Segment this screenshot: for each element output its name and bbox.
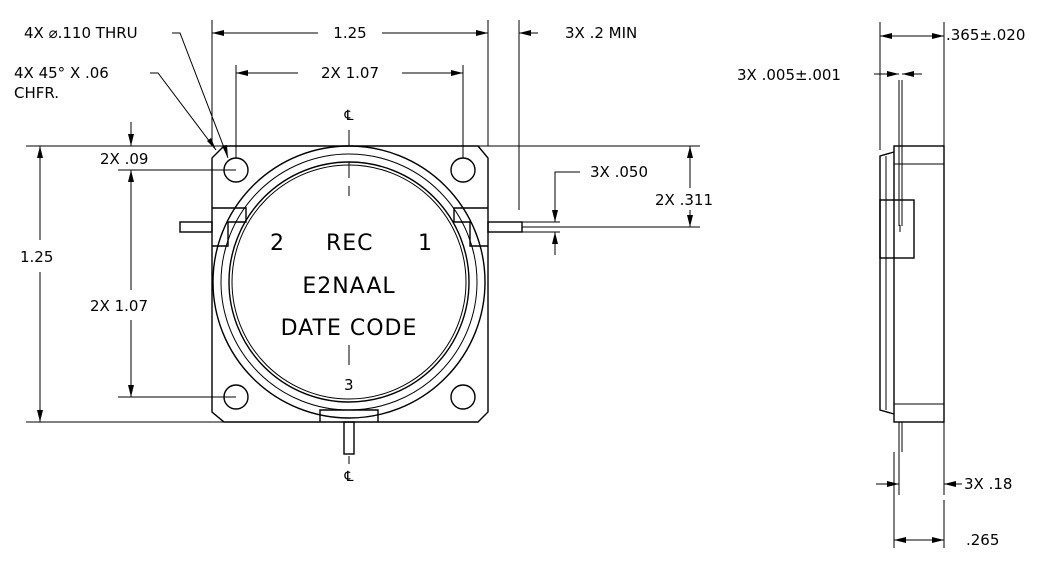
pin-3-tab bbox=[343, 421, 355, 455]
front-view: 2 REC 1 E2NAAL DATE CODE 3 ℄ ℄ bbox=[179, 108, 523, 485]
side-dimensions: .365±.020 3X .005±.001 3X .18 .265 bbox=[737, 22, 1025, 549]
body-marking-port-2: 2 bbox=[270, 231, 285, 256]
dim-pin-thickness: 3X .005±.001 bbox=[737, 66, 841, 84]
pin-2-tab bbox=[179, 221, 213, 233]
dim-height-left: 1.25 bbox=[20, 248, 53, 266]
dim-hole-spacing-left: 2X 1.07 bbox=[90, 297, 148, 315]
dim-edge-to-hole: 2X .09 bbox=[100, 150, 148, 168]
side-view bbox=[879, 80, 945, 452]
dim-pin-width: 3X .050 bbox=[590, 163, 648, 181]
dim-base-width: .265 bbox=[966, 531, 999, 549]
hole-callout: 4X ⌀.110 THRU bbox=[24, 24, 138, 42]
side-tab-block bbox=[879, 199, 915, 259]
bracket-right bbox=[453, 207, 488, 247]
bracket-bottom bbox=[319, 409, 379, 422]
flange-outline bbox=[211, 145, 489, 423]
dim-tab-min: 3X .2 MIN bbox=[565, 24, 637, 42]
centerline-symbol-top: ℄ bbox=[344, 108, 354, 124]
mount-hole bbox=[450, 157, 476, 183]
chamfer-callout: 4X 45° X .06 bbox=[14, 64, 109, 82]
pin-1-tab bbox=[487, 221, 523, 233]
bracket-left bbox=[212, 207, 247, 247]
port-3-label: 3 bbox=[344, 376, 354, 394]
body-marking-date-code: DATE CODE bbox=[281, 316, 418, 341]
dim-hole-spacing-top: 2X 1.07 bbox=[321, 64, 379, 82]
side-body bbox=[893, 145, 945, 423]
body-marking-rec: REC bbox=[326, 231, 374, 256]
body-marking-port-1: 1 bbox=[418, 231, 433, 256]
chamfer-callout-2: CHFR. bbox=[14, 84, 59, 102]
dim-width-top: 1.25 bbox=[333, 24, 366, 42]
side-cover bbox=[879, 151, 895, 415]
dim-pin-length: 3X .18 bbox=[964, 475, 1012, 493]
mount-hole bbox=[450, 384, 476, 410]
centerline-symbol-bottom: ℄ bbox=[344, 469, 354, 485]
front-dimensions: 1.25 3X .2 MIN 2X 1.07 4X ⌀.110 THRU 4X … bbox=[14, 20, 713, 423]
dim-pin-offset: 2X .311 bbox=[655, 191, 713, 209]
body-marking-part-number: E2NAAL bbox=[302, 274, 395, 299]
dim-height-side: .365±.020 bbox=[946, 26, 1025, 44]
